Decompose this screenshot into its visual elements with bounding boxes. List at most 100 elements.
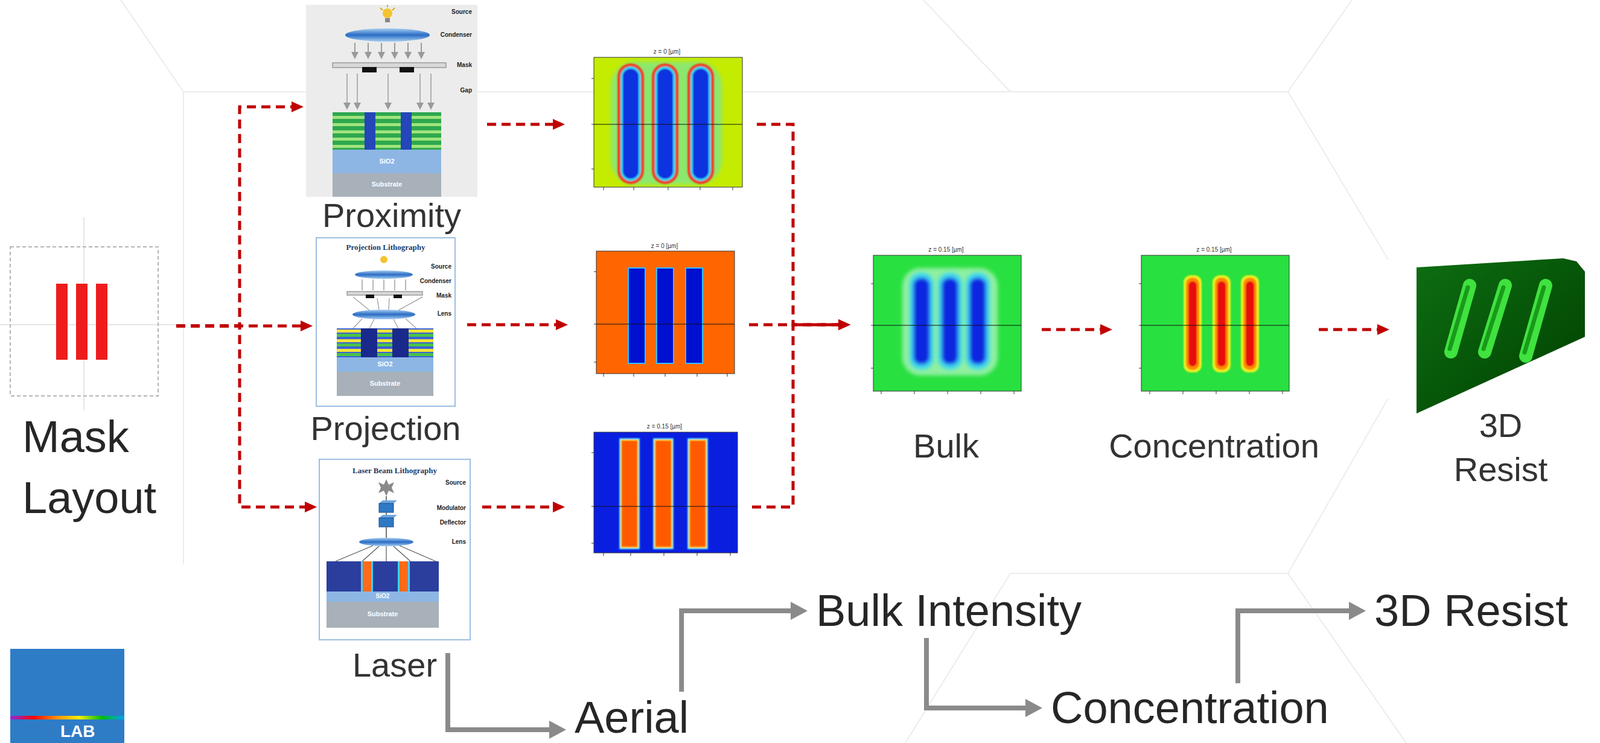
mask-layout-node: Mask Layout	[10, 246, 159, 396]
laser-illustration	[319, 459, 471, 640]
plot-title: z = 0.15 [µm]	[928, 246, 964, 254]
projection-illustration-part	[336, 329, 434, 333]
connector-line	[482, 505, 558, 509]
projection-illustration-part	[336, 357, 434, 372]
bulk-plot-node: z = 0.15 [µm]Bulk	[868, 245, 1024, 404]
illustration-label: Source	[430, 263, 452, 271]
proximity-illustration-part	[400, 112, 412, 150]
aerial-plot-3-part	[591, 452, 731, 556]
projection-illustration-part	[336, 328, 434, 358]
aerial-plot-2	[593, 251, 735, 377]
illustration-label: Source	[445, 479, 466, 487]
aerial-plot-1-part	[610, 61, 722, 185]
proximity-illustration-part	[362, 66, 377, 73]
arrow-head	[1100, 324, 1113, 335]
node-caption: Bulk	[913, 427, 979, 465]
bulk-plot-part-part	[941, 277, 959, 365]
aerial-plot-3-part-part	[689, 440, 706, 547]
projection-illustration-part	[354, 270, 413, 279]
proximity-illustration-part	[332, 112, 442, 150]
aerial-plot-1-part	[617, 63, 714, 185]
connector-line	[447, 653, 556, 730]
illustration-label: Substrate	[371, 180, 403, 189]
connector-line	[926, 637, 1033, 708]
arrow-head	[552, 118, 565, 130]
laser-illustration-part	[359, 537, 414, 547]
process-arrow	[176, 325, 317, 513]
aerial-plot-2-part	[593, 271, 728, 377]
arrow-head	[549, 720, 567, 739]
bulk-plot-part-part	[913, 277, 931, 365]
process-arrow	[482, 501, 565, 513]
laser-illustration-part	[379, 517, 394, 527]
resist-3d-render-part	[1416, 258, 1585, 414]
node-caption: Proximity	[322, 196, 462, 235]
bulk-plot-part	[902, 267, 998, 376]
laser-illustration-part	[360, 561, 373, 592]
projection-illustration-part	[362, 279, 406, 291]
aerial-plot-1-part-part	[622, 68, 639, 179]
aerial-plot-3-part-part	[653, 438, 674, 550]
proximity-illustration-part	[380, 42, 383, 56]
aerial-plot-2-part	[596, 323, 735, 325]
aerial-plot-3-part-part	[655, 440, 672, 547]
aerial-plot-3-part-part	[654, 439, 673, 549]
arrow-head	[838, 319, 851, 331]
node-caption: Concentration	[1108, 427, 1320, 465]
bulk-plot-part	[873, 255, 1022, 392]
proximity-illustration-part	[332, 115, 442, 119]
aerial-plot-1-part-part	[617, 63, 644, 185]
concentration-plot	[1138, 255, 1290, 395]
projection-illustration-part	[360, 328, 378, 358]
projection-illustration-part	[353, 296, 423, 311]
proximity-illustration-part	[367, 42, 369, 56]
proximity-illustration-part	[305, 4, 478, 197]
laser-illustration-part	[379, 514, 398, 518]
illustration-label: Lens	[437, 310, 452, 318]
bulk-plot-part	[870, 283, 1014, 395]
connector-line	[1318, 328, 1383, 332]
laser-illustration-part	[326, 601, 439, 628]
aerial-plot-2-part	[627, 267, 646, 364]
arrow-head	[1025, 698, 1043, 718]
illustration-label: Source	[451, 8, 472, 16]
illustration-label: Mask	[436, 292, 452, 300]
aerial-plot-2-part	[686, 268, 702, 363]
proximity-illustration-part	[382, 8, 393, 19]
concentration-plot-part-part	[1243, 277, 1257, 370]
hex-grid	[120, 0, 1407, 743]
projection-illustration-part	[393, 294, 402, 299]
connector-line	[1041, 328, 1106, 332]
stage-label-node: 3D Resist	[1374, 588, 1569, 634]
illustration-label: Laser Beam Lithography	[352, 465, 437, 476]
node-caption: 3D Resist	[1440, 403, 1562, 492]
mask-layout-art-part	[56, 283, 68, 360]
node-caption: Mask Layout	[22, 406, 174, 529]
illustration-label: SiO2	[379, 157, 395, 166]
connector-line	[756, 124, 844, 325]
process-arrow	[756, 124, 851, 331]
laser-illustration-part	[326, 591, 439, 602]
projection-illustration-part	[336, 348, 434, 352]
laser-illustration-part	[335, 545, 436, 562]
arrow-head	[1348, 601, 1366, 620]
proximity-illustration-part	[332, 123, 442, 127]
aerial-plot-1-part-part	[654, 66, 676, 182]
bulk-plot-part-part	[909, 272, 934, 370]
aerial-plot-2-part	[657, 268, 673, 363]
projection-illustration-part	[380, 255, 388, 264]
connector-line	[487, 123, 558, 127]
illustration-label: Substrate	[369, 379, 401, 388]
concentration-plot-part-part	[1245, 281, 1255, 367]
laser-illustration-part	[399, 561, 408, 592]
connector-line	[752, 324, 844, 507]
proximity-illustration	[305, 4, 478, 197]
stage-label: 3D Resist	[1374, 588, 1569, 634]
mask-layout-art-part	[95, 283, 108, 360]
plot-title: z = 0.15 [µm]	[647, 423, 683, 431]
connector-line	[1237, 610, 1356, 684]
aerial-plot-1-part-part	[692, 68, 709, 179]
concentration-plot-part-part	[1212, 275, 1231, 373]
mask-layout-art	[0, 217, 182, 411]
concentration-plot-part-part	[1188, 281, 1197, 367]
